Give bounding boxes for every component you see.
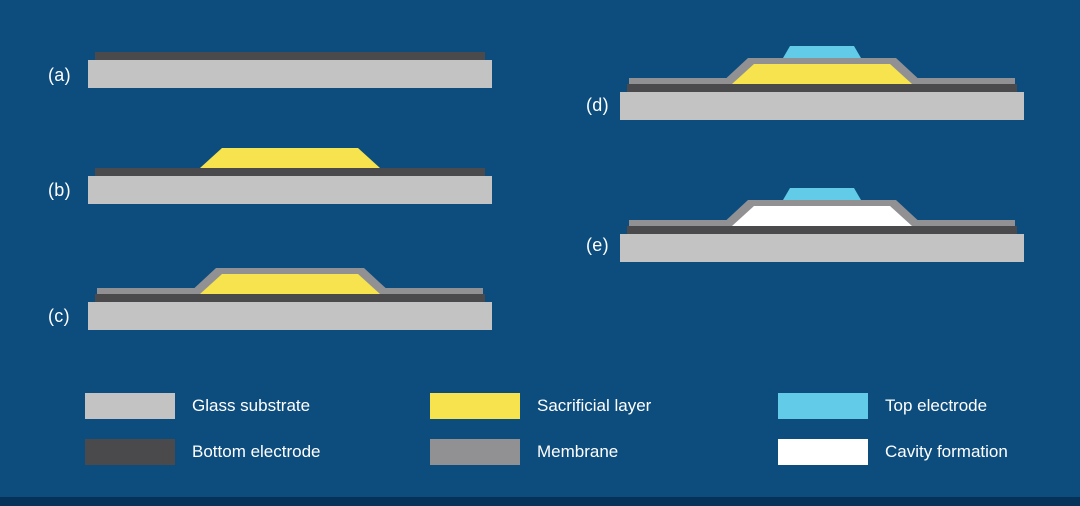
- legend-label: Cavity formation: [885, 442, 1008, 461]
- bottom-electrode-layer: [627, 84, 1017, 92]
- legend-label: Sacrificial layer: [537, 396, 652, 415]
- bottom-electrode-layer: [627, 226, 1017, 234]
- legend-label: Membrane: [537, 442, 619, 461]
- step-a-diagram: [88, 52, 492, 88]
- legend-item-cavity-formation: Cavity formation: [778, 439, 1008, 465]
- step-e-diagram: [620, 188, 1024, 262]
- legend-label: Top electrode: [885, 396, 988, 415]
- step-label-c: (c): [48, 306, 70, 326]
- top-electrode-layer: [783, 188, 861, 200]
- cavity-formation-swatch: [778, 439, 868, 465]
- membrane-swatch: [430, 439, 520, 465]
- legend-item-glass-substrate: Glass substrate: [85, 393, 310, 419]
- legend-label: Glass substrate: [192, 396, 311, 415]
- legend-item-membrane: Membrane: [430, 439, 618, 465]
- sacrificial-layer-swatch: [430, 393, 520, 419]
- glass-substrate-layer: [620, 92, 1024, 120]
- glass-substrate-layer: [88, 60, 492, 88]
- sacrificial-layer: [200, 148, 380, 168]
- step-b-diagram: [88, 148, 492, 204]
- legend-item-top-electrode: Top electrode: [778, 393, 987, 419]
- bottom-electrode-layer: [95, 52, 485, 60]
- bottom-electrode-layer: [95, 168, 485, 176]
- step-label-d: (d): [586, 95, 609, 115]
- legend-item-bottom-electrode: Bottom electrode: [85, 439, 321, 465]
- step-label-e: (e): [586, 235, 609, 255]
- glass-substrate-layer: [620, 234, 1024, 262]
- glass-substrate-swatch: [85, 393, 175, 419]
- glass-substrate-layer: [88, 176, 492, 204]
- cavity-formation-layer: [732, 206, 912, 226]
- top-electrode-swatch: [778, 393, 868, 419]
- step-d-diagram: [620, 46, 1024, 120]
- glass-substrate-layer: [88, 302, 492, 330]
- bottom-electrode-layer: [95, 294, 485, 302]
- bottom-accent-bar: [0, 497, 1080, 506]
- bottom-electrode-swatch: [85, 439, 175, 465]
- step-label-a: (a): [48, 65, 71, 85]
- legend-label: Bottom electrode: [192, 442, 321, 461]
- step-label-b: (b): [48, 180, 71, 200]
- legend-item-sacrificial-layer: Sacrificial layer: [430, 393, 651, 419]
- top-electrode-layer: [783, 46, 861, 58]
- sacrificial-layer: [732, 64, 912, 84]
- step-c-diagram: [88, 268, 492, 330]
- sacrificial-layer: [200, 274, 380, 294]
